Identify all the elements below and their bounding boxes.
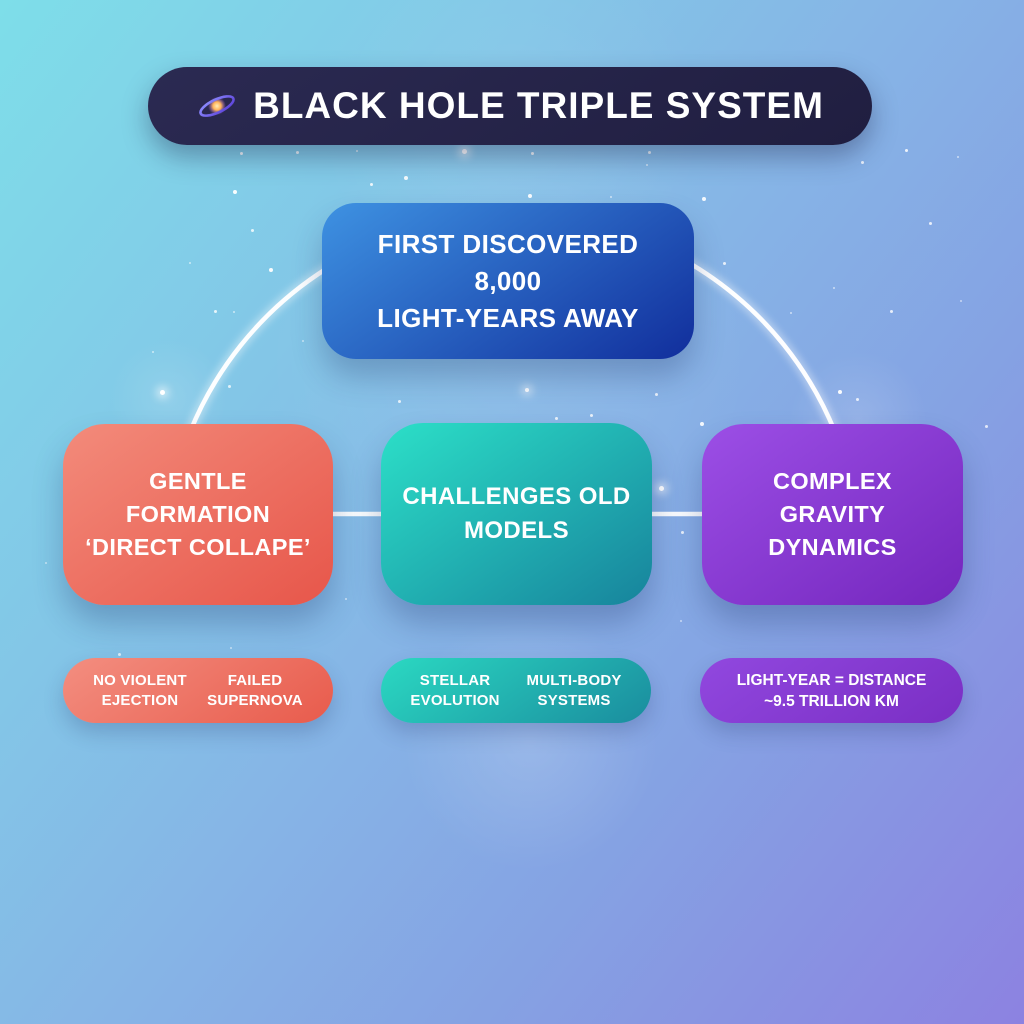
star-dot (356, 150, 358, 152)
star-dot (905, 149, 908, 152)
badge-column: FAILED SUPERNOVA (207, 671, 303, 709)
badge-column: MULTI-BODY SYSTEMS (526, 671, 622, 709)
star-dot (531, 152, 534, 155)
star-dot (655, 393, 658, 396)
node-line: FORMATION (125, 501, 271, 527)
node-line: MODELS (463, 517, 570, 544)
star-dot (160, 390, 165, 395)
star-dot (833, 287, 835, 289)
star-dot (659, 486, 664, 491)
node-line: ‘DIRECT COLLAPE’ (85, 534, 311, 560)
star-dot (152, 351, 154, 353)
star-dot (462, 149, 467, 154)
star-dot (528, 194, 532, 198)
star-dot (404, 176, 408, 180)
node-gentle-formation: GENTLE FORMATION ‘DIRECT COLLAPE’ (63, 424, 333, 605)
title-banner: BLACK HOLE TRIPLE SYSTEM (148, 67, 872, 145)
star-dot (118, 653, 121, 656)
star-dot (189, 262, 191, 264)
star-dot (590, 414, 593, 417)
star-dot (646, 164, 648, 166)
star-dot (861, 161, 864, 164)
node-line: COMPLEX (772, 468, 892, 494)
star-dot (525, 388, 529, 392)
star-dot (240, 152, 243, 155)
star-dot (269, 268, 273, 272)
star-dot (985, 425, 988, 428)
star-dot (790, 312, 792, 314)
star-dot (856, 398, 859, 401)
star-dot (960, 300, 962, 302)
star-dot (398, 400, 401, 403)
node-line: 8,000 (474, 265, 542, 296)
star-dot (929, 222, 932, 225)
star-dot (723, 262, 726, 265)
galaxy-icon (199, 95, 235, 117)
page-title: BLACK HOLE TRIPLE SYSTEM (253, 85, 824, 126)
node-line: CHALLENGES OLD (402, 483, 631, 510)
star-dot (296, 151, 299, 154)
star-dot (838, 390, 842, 394)
node-line: GRAVITY (779, 501, 886, 527)
node-line: FIRST DISCOVERED (377, 228, 639, 259)
badge-no-violent-ejection: NO VIOLENT EJECTION FAILED SUPERNOVA (63, 658, 333, 723)
star-dot (302, 340, 304, 342)
star-dot (233, 311, 235, 313)
badge-column: STELLAR EVOLUTION (410, 671, 500, 709)
star-dot (957, 156, 959, 158)
star-dot (610, 196, 612, 198)
node-line: LIGHT-YEARS AWAY (377, 302, 639, 333)
node-first-discovered: FIRST DISCOVERED 8,000 LIGHT-YEARS AWAY (322, 203, 694, 359)
star-dot (228, 385, 231, 388)
star-dot (648, 151, 651, 154)
node-line: GENTLE (149, 468, 247, 494)
star-dot (702, 197, 706, 201)
star-dot (214, 310, 217, 313)
star-dot (681, 531, 684, 534)
star-dot (251, 229, 254, 232)
star-dot (700, 422, 704, 426)
star-dot (45, 562, 47, 564)
badge-column: NO VIOLENT EJECTION (93, 671, 187, 709)
star-dot (890, 310, 893, 313)
star-dot (233, 190, 237, 194)
badge-stellar-evolution: STELLAR EVOLUTION MULTI-BODY SYSTEMS (381, 658, 651, 723)
star-dot (555, 417, 558, 420)
node-line: DYNAMICS (768, 534, 897, 560)
node-challenges-models: CHALLENGES OLD MODELS (381, 423, 652, 605)
badge-light-year-distance: LIGHT-YEAR = DISTANCE ~9.5 TRILLION KM (700, 658, 963, 723)
star-dot (680, 620, 682, 622)
star-dot (230, 647, 232, 649)
node-gravity-dynamics: COMPLEX GRAVITY DYNAMICS (702, 424, 963, 605)
star-dot (370, 183, 373, 186)
star-dot (345, 598, 347, 600)
